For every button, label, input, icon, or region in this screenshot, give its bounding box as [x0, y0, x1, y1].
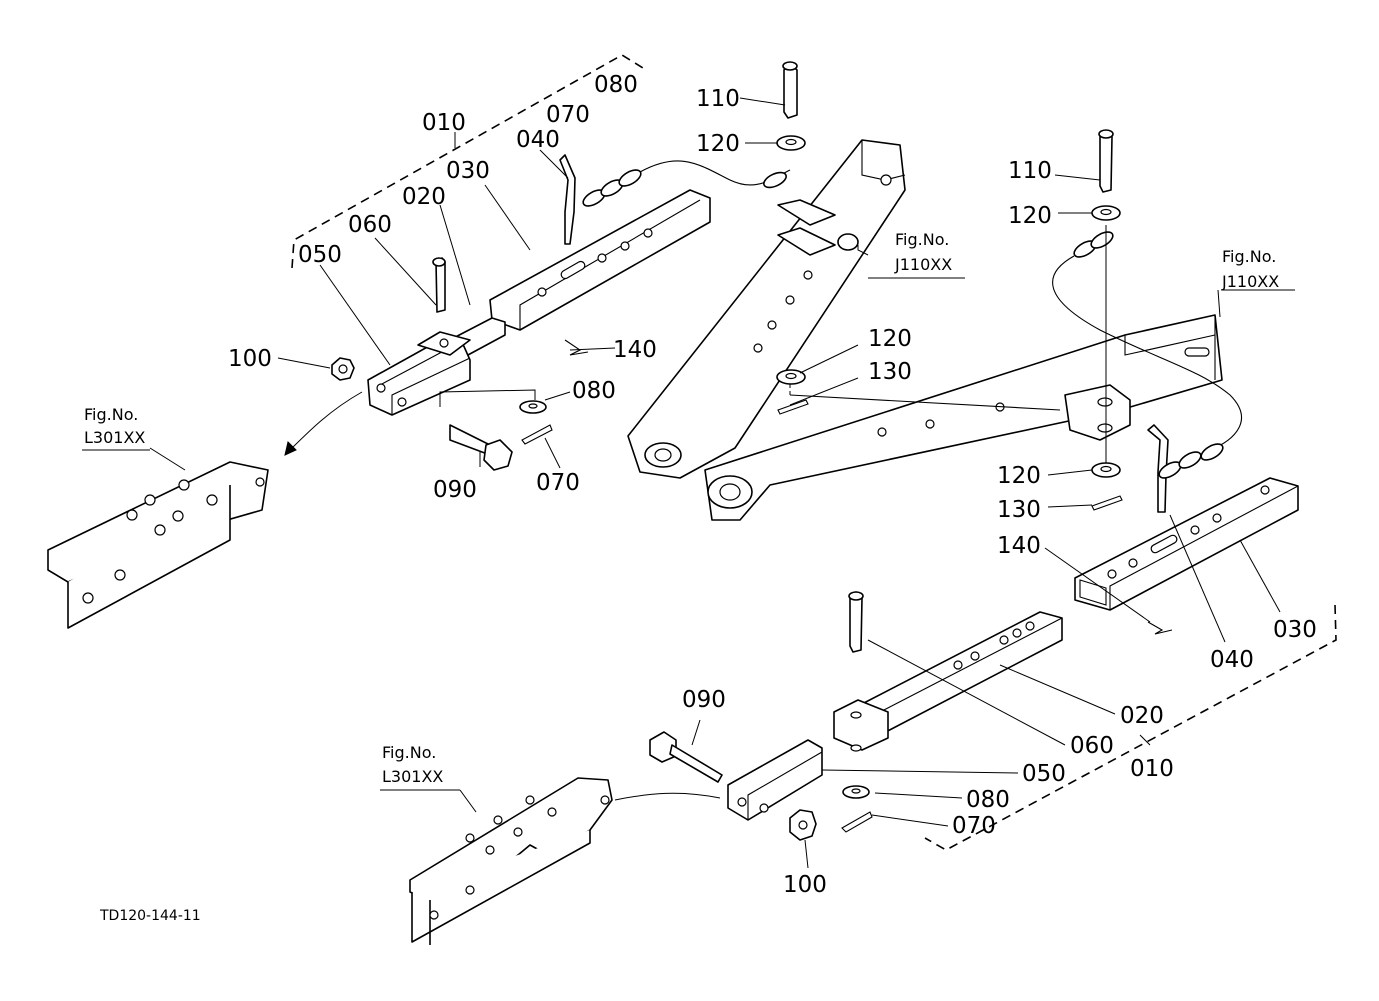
callout-050-upper: 050	[298, 242, 342, 268]
callout-050-bottom: 050	[1022, 761, 1066, 787]
callout-090-upper: 090	[433, 477, 477, 503]
fig-ref-l301-left-label: Fig.No.	[84, 405, 138, 424]
callout-070-upper: 070	[536, 470, 580, 496]
callout-130-center: 130	[868, 359, 912, 385]
callouts: 010 020 030 040 050 060 070 080 140 080 …	[228, 72, 1317, 898]
upper-stabilizer-assembly	[284, 154, 791, 471]
callout-090-bottom: 090	[682, 687, 726, 713]
callout-010-bottom: 010	[1130, 756, 1174, 782]
lower-link-frame	[627, 139, 1223, 521]
group-boundary-upper	[291, 54, 644, 269]
callout-080-bottom: 080	[966, 787, 1010, 813]
callout-100-upper: 100	[228, 346, 272, 372]
fig-ref-j110-center-label: Fig.No.	[895, 230, 949, 249]
fig-ref-j110-center-code: J110XX	[894, 255, 952, 274]
callout-120-right-top: 120	[1008, 203, 1052, 229]
leader-lines	[149, 97, 1295, 869]
callout-140-upper: 140	[613, 337, 657, 363]
callout-030-upper: 030	[446, 158, 490, 184]
lower-stabilizer-assembly	[614, 424, 1299, 841]
right-pin-stack	[1052, 129, 1242, 511]
callout-040-right: 040	[1210, 647, 1254, 673]
callout-120-right: 120	[997, 463, 1041, 489]
callout-040-upper: 040	[516, 127, 560, 153]
callout-120-center-top: 120	[696, 131, 740, 157]
callout-070-bottom: 070	[952, 813, 996, 839]
callout-060-upper: 060	[348, 212, 392, 238]
callout-080-upper-top: 080	[594, 72, 638, 98]
callout-100-bottom: 100	[783, 872, 827, 898]
callout-010-upper: 010	[422, 110, 466, 136]
callout-030-right: 030	[1273, 617, 1317, 643]
callout-020-bottom: 020	[1120, 703, 1164, 729]
figure-references: Fig.No. J110XX Fig.No. J110XX Fig.No. L3…	[82, 230, 1279, 786]
fig-ref-l301-left-code: L301XX	[84, 428, 145, 447]
fig-ref-j110-right-code: J110XX	[1221, 272, 1279, 291]
bracket-left	[47, 461, 269, 629]
callout-070-upper-top: 070	[546, 102, 590, 128]
callout-120-center: 120	[868, 326, 912, 352]
fig-ref-l301-bottom-code: L301XX	[382, 767, 443, 786]
callout-110-center: 110	[696, 86, 740, 112]
center-hardware	[763, 61, 809, 415]
callout-130-right: 130	[997, 497, 1041, 523]
bracket-bottom	[409, 777, 613, 945]
fig-ref-l301-bottom-label: Fig.No.	[382, 743, 436, 762]
callout-140-right: 140	[997, 533, 1041, 559]
callout-080-upper: 080	[572, 378, 616, 404]
group-boundary-lower	[924, 604, 1337, 851]
callout-110-right: 110	[1008, 158, 1052, 184]
callout-060-bottom: 060	[1070, 733, 1114, 759]
fig-ref-j110-right-label: Fig.No.	[1222, 247, 1276, 266]
diagram-code: TD120-144-11	[99, 908, 201, 924]
callout-020-upper: 020	[402, 184, 446, 210]
